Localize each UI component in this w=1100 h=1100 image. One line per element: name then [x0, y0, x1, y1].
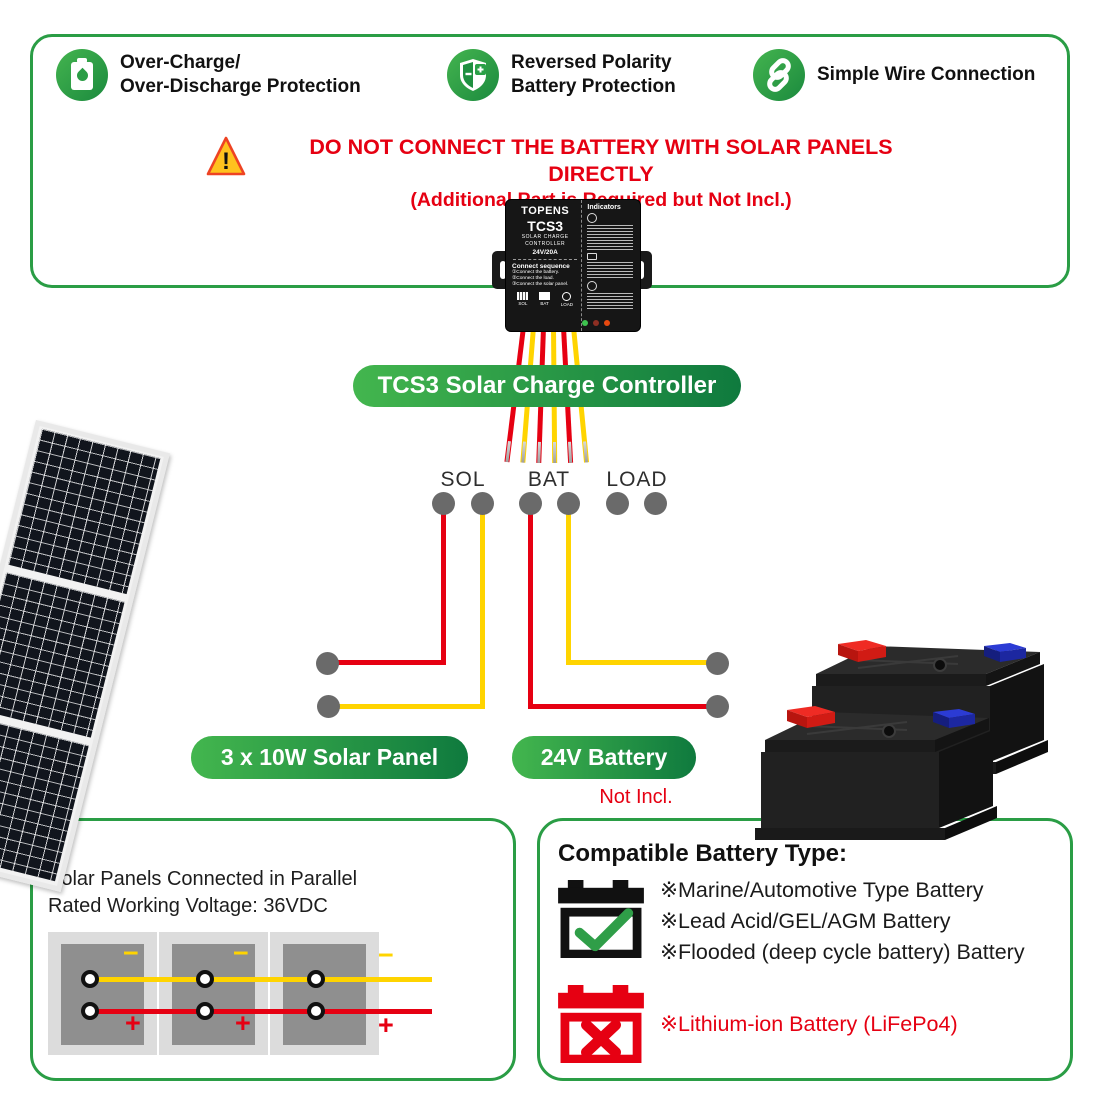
terminal-label-bat: BAT	[527, 468, 571, 491]
badge-overcharge-line1: Over-Charge/	[120, 52, 241, 73]
incompatible-item: ※Lithium-ion Battery (LiFePo4)	[660, 1012, 958, 1036]
badge-polarity-line2: Battery Protection	[511, 76, 676, 97]
port-label-sol: SOL	[518, 300, 528, 306]
terminal-dot-sol-pos	[432, 492, 455, 515]
battery-check-icon	[558, 880, 644, 958]
terminal-dot-bat-neg	[557, 492, 580, 515]
controller-name1: SOLAR CHARGE	[521, 234, 569, 240]
terminal-dot-load-pos	[606, 492, 629, 515]
load-indicator-icon	[587, 281, 598, 291]
battery-dot-red	[706, 695, 729, 718]
parallel-positive-bus	[90, 1009, 432, 1014]
battery-leaf-icon	[56, 49, 108, 101]
sun-indicator-icon	[587, 213, 598, 223]
solar-cells-top	[8, 428, 161, 595]
mini-terminal	[81, 970, 99, 988]
chain-link-icon	[753, 49, 805, 101]
mini-panel-2	[159, 932, 268, 1055]
terminal-dot-sol-neg	[471, 492, 494, 515]
controller-model: TCS3	[527, 218, 564, 234]
badge-overcharge: Over-Charge/ Over-Discharge Protection	[56, 49, 361, 101]
badge-wire-line1: Simple Wire Connection	[817, 64, 1036, 85]
parallel-note-line1: Solar Panels Connected in Parallel	[48, 868, 358, 890]
controller-brand: TOPENS	[521, 205, 570, 217]
solar-cells-middle	[0, 572, 125, 738]
terminal-label-load: LOAD	[606, 468, 668, 491]
mini-terminal	[81, 1002, 99, 1020]
wire-sol-red-horizontal	[327, 660, 446, 665]
minus-sign: −	[123, 938, 139, 968]
minus-sign: −	[378, 940, 394, 970]
charge-controller-device: TOPENS TCS3 SOLAR CHARGE CONTROLLER 24V/…	[490, 199, 654, 332]
panel-dot-red	[316, 652, 339, 675]
wire-bat-red-vertical	[528, 503, 533, 709]
solar-port-icon	[517, 291, 529, 300]
compatible-item-3: ※Flooded (deep cycle battery) Battery	[660, 940, 1025, 964]
parallel-note-line2: Rated Working Voltage: 36VDC	[48, 895, 328, 917]
not-included-note: Not Incl.	[599, 786, 673, 808]
battery-x-icon	[558, 985, 644, 1063]
indicator-legend-lines	[587, 225, 634, 251]
warning-exclamation: !	[222, 148, 230, 175]
status-leds	[582, 320, 610, 326]
shield-polarity-icon	[447, 49, 499, 101]
wire-bat-yellow-horizontal	[566, 660, 719, 665]
plus-sign: +	[125, 1008, 141, 1038]
led-dark-red	[593, 320, 599, 326]
terminal-dot-bat-pos	[519, 492, 542, 515]
badge-polarity: Reversed Polarity Battery Protection	[447, 49, 676, 101]
indicators-title: Indicators	[587, 204, 621, 211]
terminal-dot-load-neg	[644, 492, 667, 515]
compatible-item-2: ※Lead Acid/GEL/AGM Battery	[660, 909, 951, 933]
compatible-item-1: ※Marine/Automotive Type Battery	[660, 878, 984, 902]
wire-sol-red-vertical	[441, 503, 446, 665]
warning-triangle-icon: !	[206, 136, 246, 176]
plus-sign: +	[378, 1010, 394, 1040]
battery-port-icon	[539, 291, 551, 300]
wire-sol-yellow-horizontal	[328, 704, 485, 709]
led-green	[582, 320, 588, 326]
panel-dot-yellow	[317, 695, 340, 718]
mini-terminal	[196, 1002, 214, 1020]
minus-sign: −	[233, 938, 249, 968]
plus-sign: +	[235, 1008, 251, 1038]
mini-terminal	[307, 1002, 325, 1020]
connect-step-2: ②Connect the load.	[512, 276, 554, 282]
battery-dot-yellow	[706, 652, 729, 675]
wire-sol-yellow-vertical	[480, 503, 485, 709]
connect-sequence-title: Connect sequence	[512, 263, 570, 270]
wire-bat-yellow-vertical	[566, 503, 571, 665]
connect-step-3: ③Connect the solar panel.	[512, 282, 569, 288]
badge-polarity-line1: Reversed Polarity	[511, 52, 672, 73]
controller-rating: 24V/20A	[532, 249, 558, 256]
battery-image-front	[755, 706, 997, 840]
indicator-legend-lines	[587, 262, 634, 279]
controller-name2: CONTROLLER	[525, 240, 566, 247]
battery-indicator-icon	[587, 253, 598, 260]
badge-wire: Simple Wire Connection	[753, 49, 1035, 101]
led-orange	[604, 320, 610, 326]
battery-pill-label: 24V Battery	[512, 736, 696, 779]
controller-faceplate: TOPENS TCS3 SOLAR CHARGE CONTROLLER 24V/…	[505, 199, 641, 332]
terminal-label-sol: SOL	[440, 468, 486, 491]
controller-pill-label: TCS3 Solar Charge Controller	[353, 365, 741, 407]
badge-overcharge-line2: Over-Discharge Protection	[120, 76, 361, 97]
mini-panel-1	[48, 932, 157, 1055]
mini-terminal	[307, 970, 325, 988]
port-label-load: LOAD	[560, 301, 574, 307]
mini-panel-3	[270, 932, 379, 1055]
compatible-title: Compatible Battery Type:	[558, 840, 847, 867]
parallel-negative-bus	[90, 977, 432, 982]
connect-step-1: ①Connect the battery.	[512, 270, 560, 275]
solar-pill-label: 3 x 10W Solar Panel	[191, 736, 468, 779]
port-label-bat: BAT	[540, 300, 549, 306]
mini-terminal	[196, 970, 214, 988]
wire-bat-red-horizontal	[528, 704, 719, 709]
load-port-icon	[562, 291, 572, 301]
warning-line1: DO NOT CONNECT THE BATTERY WITH SOLAR PA…	[309, 135, 893, 186]
indicator-legend-lines	[587, 293, 634, 310]
